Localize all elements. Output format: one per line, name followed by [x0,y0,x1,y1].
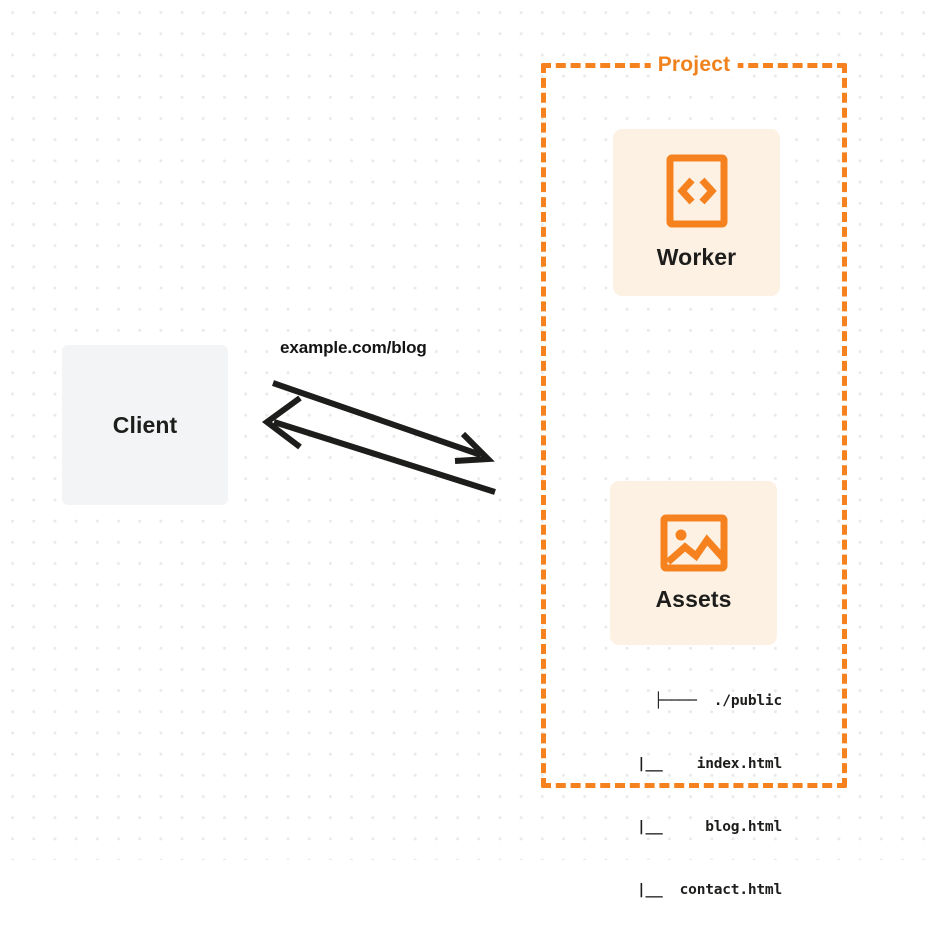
diagram-canvas: Client example.com/blog Project Worker [0,0,938,898]
assets-node-label: Assets [655,585,732,612]
assets-node[interactable]: Assets [610,481,777,645]
client-node-label: Client [112,411,178,438]
file-tree-row: |__ index.html [611,756,782,772]
response-arrow-icon [261,395,496,495]
client-node[interactable]: Client [62,345,228,505]
file-tree-row: |__ contact.html [611,882,782,898]
code-brackets-icon [666,154,727,228]
request-arrow-icon [272,380,495,464]
assets-file-tree: ├──── ./public |__ index.html |__ blog.h… [588,649,782,943]
file-tree-row: ├──── ./public [654,693,782,709]
project-group-title: Project [650,53,738,77]
project-group: Project [541,53,847,788]
request-url-label: example.com/blog [280,338,427,357]
worker-node[interactable]: Worker [613,129,780,296]
file-tree-row: |__ blog.html [611,819,782,835]
worker-node-label: Worker [656,244,737,270]
image-icon [660,514,727,571]
